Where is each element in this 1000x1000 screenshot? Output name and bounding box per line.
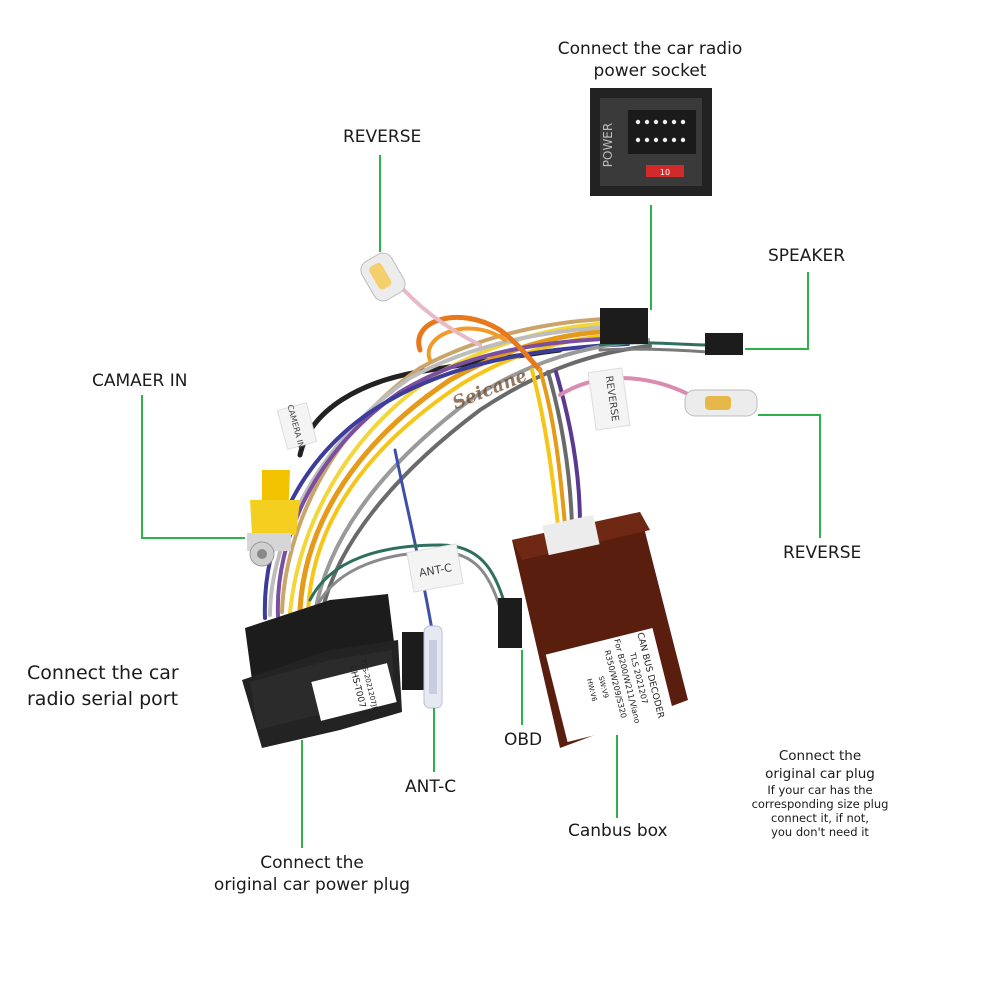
power-socket-connector: 10 POWER — [590, 88, 712, 196]
reverse-right-plug — [684, 389, 758, 417]
obd-connector — [498, 598, 522, 648]
reverse-wire-tag: REVERSE — [587, 367, 631, 431]
camera-rca-jack — [247, 470, 300, 567]
serial-port-connector: CHS-T007 A TLS-2021207JMJH — [242, 594, 430, 748]
reverse-top-plug — [360, 252, 406, 302]
harness-head-connector — [600, 308, 648, 344]
leader-speaker — [745, 272, 809, 350]
leader-camera-in — [141, 395, 245, 539]
label-camera-in: CAMAER IN — [92, 371, 188, 391]
label-power-plug: Connect the original car power plug — [213, 853, 411, 895]
label-speaker: SPEAKER — [768, 246, 846, 266]
leader-lines — [141, 155, 821, 848]
label-reverse-top: REVERSE — [343, 127, 422, 147]
label-serial-port: Connect the car radio serial port — [27, 662, 179, 710]
label-original-plug: Connect the original car plug If your ca… — [751, 748, 889, 839]
camera-wire-tag: CAMERA IN — [276, 402, 318, 450]
canbus-box: CAN BUS DECODER TLS 2021207 For B200/W21… — [512, 512, 688, 748]
socket-marking: POWER — [601, 123, 615, 167]
label-ant-c: ANT-C — [405, 777, 457, 797]
ant-c-plug — [423, 625, 443, 709]
fuse-marking: 10 — [660, 168, 670, 177]
label-power-socket: Connect the car radio power socket — [557, 39, 743, 81]
label-reverse-right: REVERSE — [783, 543, 862, 563]
antc-wire-tag: ANT-C — [406, 543, 464, 593]
leader-reverse-right — [758, 414, 821, 538]
antc-tag-text: ANT-C — [418, 561, 453, 580]
speaker-connector — [705, 333, 743, 355]
label-obd: OBD — [504, 730, 543, 750]
label-canbus-box: Canbus box — [568, 821, 668, 841]
